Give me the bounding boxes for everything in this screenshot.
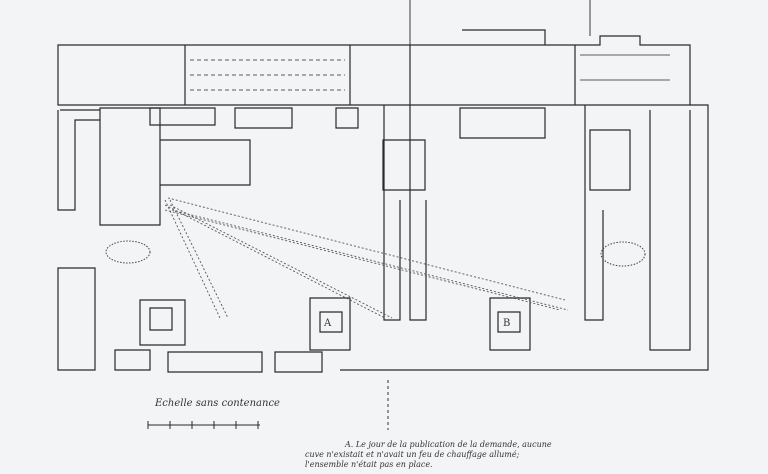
handwritten-note: A. Le jour de la publication de la deman… [305,440,552,470]
archive-stamps [105,240,646,267]
scale-caption: Echelle sans contenance [155,398,280,409]
scale-bar [147,421,260,429]
label-a: A [324,318,332,329]
note-line: cuve n'existait et n'avait un feu de cha… [305,450,520,459]
walls [57,0,709,373]
label-b: B [503,318,511,329]
pipes [164,197,569,319]
note-line: l'ensemble n'était pas en place. [305,460,433,469]
note-line: A. Le jour de la publication de la deman… [345,440,552,449]
